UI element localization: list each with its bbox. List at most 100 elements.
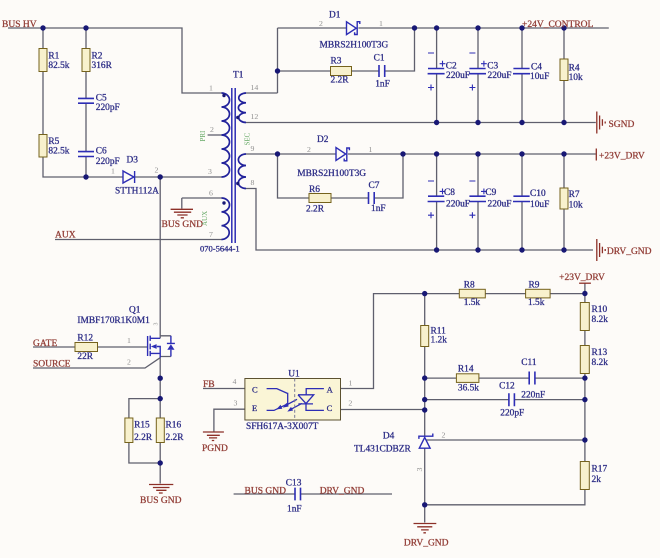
svg-text:7: 7 [209, 230, 213, 239]
svg-text:DRV_GND: DRV_GND [320, 487, 365, 497]
svg-text:BUS HV: BUS HV [2, 20, 37, 30]
svg-text:10k: 10k [569, 201, 583, 211]
svg-text:1: 1 [369, 145, 373, 154]
svg-text:2.2R: 2.2R [134, 433, 153, 443]
svg-text:3: 3 [234, 399, 238, 408]
svg-text:8: 8 [251, 178, 255, 187]
svg-text:1: 1 [209, 84, 213, 93]
svg-text:MBRS2H100T3G: MBRS2H100T3G [297, 169, 366, 179]
svg-text:AUX: AUX [55, 231, 76, 241]
svg-text:+23V_DRV: +23V_DRV [559, 273, 605, 283]
svg-text:C13: C13 [286, 479, 302, 489]
svg-text:C2: C2 [446, 62, 457, 72]
svg-text:22R: 22R [77, 352, 93, 362]
svg-text:C8: C8 [444, 188, 455, 198]
svg-text:4: 4 [233, 377, 237, 386]
svg-text:A: A [327, 385, 334, 395]
svg-text:1: 1 [349, 379, 353, 388]
svg-text:220uF: 220uF [446, 200, 470, 210]
svg-text:12: 12 [251, 112, 259, 121]
svg-text:36.5k: 36.5k [458, 384, 479, 394]
svg-text:R6: R6 [309, 185, 320, 195]
svg-text:C3: C3 [487, 62, 498, 72]
svg-text:R16: R16 [166, 421, 182, 431]
svg-text:220nF: 220nF [521, 391, 545, 401]
svg-text:3: 3 [415, 468, 424, 472]
svg-text:2.2R: 2.2R [166, 433, 185, 443]
svg-text:SEC: SEC [244, 132, 252, 145]
svg-text:FB: FB [203, 380, 215, 390]
svg-text:8.2k: 8.2k [592, 358, 609, 368]
svg-text:D2: D2 [317, 135, 329, 145]
svg-text:Q1: Q1 [129, 306, 141, 316]
svg-text:C: C [252, 385, 258, 395]
svg-text:+24V_CONTROL: +24V_CONTROL [522, 20, 594, 30]
svg-text:C9: C9 [485, 188, 496, 198]
svg-text:R2: R2 [92, 52, 103, 62]
svg-text:D1: D1 [329, 11, 341, 21]
svg-text:220uF: 220uF [488, 71, 512, 81]
svg-text:14: 14 [251, 83, 259, 92]
svg-text:D3: D3 [127, 156, 139, 166]
svg-text:1: 1 [379, 19, 383, 28]
svg-text:R10: R10 [592, 305, 608, 315]
svg-text:R11: R11 [431, 327, 447, 337]
svg-text:C7: C7 [369, 181, 380, 191]
svg-text:3: 3 [208, 167, 212, 176]
svg-text:220pF: 220pF [96, 157, 120, 167]
svg-text:C: C [327, 403, 333, 413]
svg-text:9: 9 [251, 144, 255, 153]
svg-text:220uF: 220uF [446, 71, 470, 81]
svg-text:2: 2 [155, 166, 159, 175]
svg-text:C12: C12 [499, 382, 515, 392]
svg-text:220pF: 220pF [96, 103, 120, 113]
svg-text:D4: D4 [383, 432, 395, 442]
svg-text:2: 2 [319, 19, 323, 28]
svg-text:220uF: 220uF [488, 200, 512, 210]
svg-text:82.5k: 82.5k [48, 147, 69, 157]
svg-text:1nF: 1nF [375, 80, 390, 90]
svg-text:R15: R15 [134, 421, 150, 431]
svg-text:T1: T1 [233, 71, 244, 81]
svg-text:STTH112A: STTH112A [115, 187, 159, 197]
svg-text:1.5k: 1.5k [528, 298, 545, 308]
svg-text:MBRS2H100T3G: MBRS2H100T3G [320, 41, 389, 51]
svg-text:1: 1 [111, 167, 115, 176]
svg-text:1: 1 [127, 336, 131, 345]
svg-text:BUS GND: BUS GND [140, 496, 182, 506]
svg-text:2.2R: 2.2R [306, 205, 325, 215]
svg-text:2k: 2k [592, 475, 602, 485]
svg-text:2: 2 [127, 358, 131, 367]
svg-text:BUS GND: BUS GND [162, 220, 204, 230]
svg-text:R4: R4 [569, 64, 580, 74]
svg-text:C6: C6 [96, 147, 107, 157]
svg-text:1nF: 1nF [371, 204, 386, 214]
svg-text:E: E [252, 403, 257, 413]
svg-text:6: 6 [209, 189, 213, 198]
svg-text:R13: R13 [592, 348, 608, 358]
svg-text:C11: C11 [521, 358, 537, 368]
svg-text:2: 2 [210, 125, 214, 134]
svg-text:GATE: GATE [33, 339, 57, 349]
svg-text:R12: R12 [77, 334, 93, 344]
svg-text:2: 2 [348, 399, 352, 408]
svg-text:R7: R7 [569, 190, 580, 200]
svg-text:U1: U1 [288, 370, 300, 380]
svg-text:C5: C5 [96, 94, 107, 104]
svg-text:R5: R5 [48, 137, 59, 147]
svg-text:R9: R9 [529, 280, 540, 290]
svg-text:2.2R: 2.2R [331, 76, 350, 86]
svg-text:R1: R1 [48, 52, 59, 62]
svg-text:AUX: AUX [201, 211, 209, 226]
svg-text:R3: R3 [331, 57, 342, 67]
svg-text:2: 2 [307, 145, 311, 154]
svg-text:R8: R8 [464, 280, 475, 290]
svg-text:BUS GND: BUS GND [245, 487, 287, 497]
svg-text:316R: 316R [92, 61, 113, 71]
svg-text:10k: 10k [569, 73, 583, 83]
svg-text:1.5k: 1.5k [464, 298, 481, 308]
svg-text:SGND: SGND [609, 120, 635, 130]
svg-text:2: 2 [442, 431, 446, 440]
svg-text:+23V_DRV: +23V_DRV [599, 152, 645, 162]
svg-text:10uF: 10uF [530, 200, 549, 210]
